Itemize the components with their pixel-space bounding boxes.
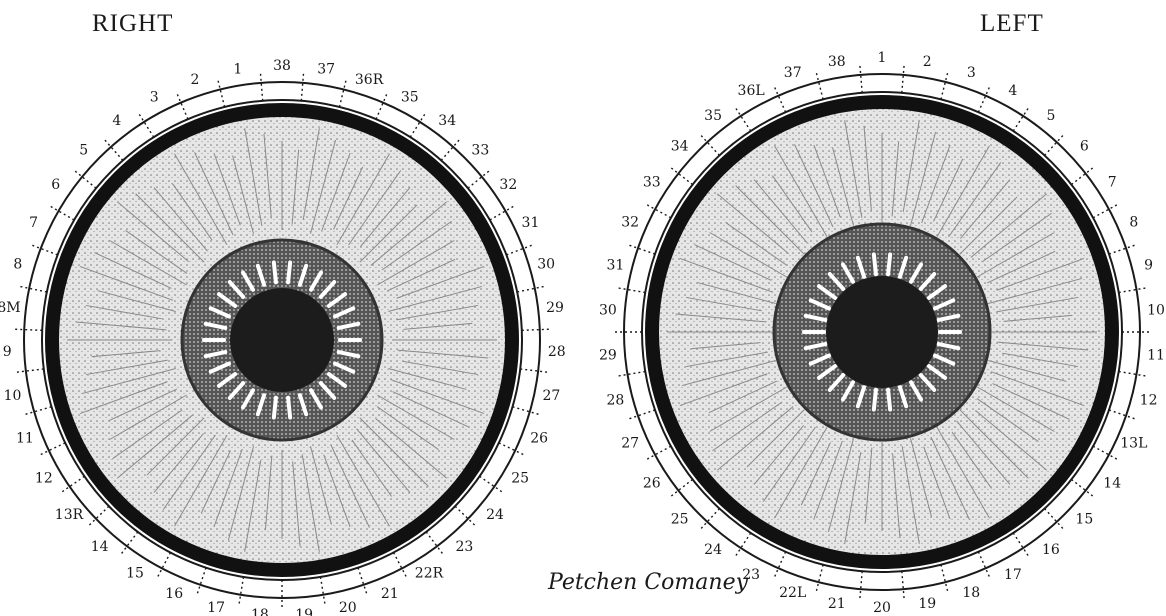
right-zone-label: 30 bbox=[537, 256, 555, 272]
right-zone-label: 36R bbox=[355, 72, 384, 88]
right-zone-label: 7 bbox=[29, 215, 38, 231]
right-zone-label: 23 bbox=[455, 539, 473, 555]
right-collarette-slit bbox=[288, 262, 290, 282]
right-zone-label: 35 bbox=[401, 89, 419, 105]
left-zone-label: 30 bbox=[599, 302, 617, 318]
left-zone-label: 38 bbox=[828, 54, 846, 70]
right-zone-label: 5 bbox=[79, 143, 88, 159]
right-zone-label: 14 bbox=[91, 539, 109, 555]
left-zone-label: 20 bbox=[873, 600, 891, 616]
left-zone-label: 19 bbox=[918, 596, 936, 612]
left-zone-label: 3 bbox=[967, 65, 976, 81]
right-zone-label: 22R bbox=[415, 565, 444, 581]
left-zone-label: 18 bbox=[962, 585, 980, 601]
left-zone-label: 12 bbox=[1140, 393, 1158, 409]
left-zone-label: 22L bbox=[779, 585, 806, 601]
left-zone-label: 13L bbox=[1120, 435, 1147, 451]
right-zone-label: 8 bbox=[13, 256, 22, 272]
right-zone-label: 4 bbox=[112, 113, 121, 129]
right-zone-label: 6 bbox=[51, 177, 60, 193]
right-collarette-slit bbox=[274, 398, 276, 418]
left-collarette-slit bbox=[888, 390, 890, 410]
right-zone-label: 9 bbox=[3, 344, 12, 360]
left-zone-label: 32 bbox=[621, 215, 639, 231]
left-collarette-slit bbox=[888, 254, 890, 274]
left-zone-label: 31 bbox=[607, 257, 625, 273]
left-zone-label: 1 bbox=[878, 50, 887, 66]
right-zone-label: 37 bbox=[317, 62, 335, 78]
left-zone-label: 14 bbox=[1103, 475, 1121, 491]
left-zone-label: 35 bbox=[704, 108, 722, 124]
left-zone-label: 5 bbox=[1046, 108, 1055, 124]
right-collarette-slit bbox=[274, 262, 276, 282]
right-zone-label: 25 bbox=[511, 471, 529, 487]
right-zone-label: 8M bbox=[0, 300, 21, 316]
left-zone-label: 8 bbox=[1129, 215, 1138, 231]
right-zone-label: 20 bbox=[339, 600, 357, 616]
left-eye-iris: 12345678910111213L141516171819202122L232… bbox=[599, 50, 1165, 616]
left-zone-label: 26 bbox=[643, 475, 661, 491]
right-zone-label: 32 bbox=[499, 177, 517, 193]
left-zone-label: 2 bbox=[923, 54, 932, 70]
left-zone-label: 21 bbox=[828, 596, 846, 612]
right-zone-label: 21 bbox=[381, 586, 399, 602]
right-zone-label: 13R bbox=[55, 507, 84, 523]
left-zone-label: 11 bbox=[1147, 348, 1165, 364]
right-zone-label: 10 bbox=[4, 388, 22, 404]
left-zone-label: 25 bbox=[671, 511, 689, 527]
right-zone-label: 27 bbox=[543, 388, 561, 404]
right-zone-label: 34 bbox=[438, 113, 456, 129]
left-zone-label: 37 bbox=[784, 65, 802, 81]
left-zone-label: 28 bbox=[607, 393, 625, 409]
right-zone-label: 38 bbox=[273, 58, 291, 74]
left-zone-label: 33 bbox=[643, 175, 661, 191]
left-zone-label: 36L bbox=[738, 83, 765, 99]
left-zone-label: 15 bbox=[1075, 511, 1093, 527]
right-zone-label: 16 bbox=[165, 586, 183, 602]
right-zone-label: 33 bbox=[471, 143, 489, 159]
left-zone-label: 17 bbox=[1004, 567, 1022, 583]
right-zone-label: 12 bbox=[35, 471, 53, 487]
left-zone-label: 29 bbox=[599, 348, 617, 364]
left-zone-label: 6 bbox=[1080, 139, 1089, 155]
right-zone-label: 31 bbox=[522, 215, 540, 231]
right-zone-label: 1 bbox=[233, 62, 242, 78]
left-zone-label: 9 bbox=[1144, 257, 1153, 273]
left-zone-label: 10 bbox=[1147, 302, 1165, 318]
left-zone-label: 4 bbox=[1008, 83, 1017, 99]
right-zone-label: 3 bbox=[150, 89, 159, 105]
signature: Petchen Comaney bbox=[548, 570, 748, 595]
left-zone-label: 24 bbox=[704, 542, 722, 558]
right-collarette-slit bbox=[288, 398, 290, 418]
right-pupil bbox=[230, 288, 334, 392]
right-zone-label: 29 bbox=[546, 300, 564, 316]
right-zone-label: 2 bbox=[190, 72, 199, 88]
right-zone-label: 11 bbox=[16, 431, 34, 447]
right-zone-label: 18 bbox=[251, 607, 269, 616]
right-zone-label: 28 bbox=[548, 344, 566, 360]
right-zone-label: 24 bbox=[486, 507, 504, 523]
right-zone-label: 19 bbox=[295, 607, 313, 616]
left-zone-label: 7 bbox=[1108, 175, 1117, 191]
right-zone-label: 15 bbox=[126, 565, 144, 581]
left-zone-label: 16 bbox=[1042, 542, 1060, 558]
left-collarette-slit bbox=[874, 254, 876, 274]
left-collarette-slit bbox=[874, 390, 876, 410]
right-zone-label: 17 bbox=[207, 600, 225, 616]
left-zone-label: 34 bbox=[671, 139, 689, 155]
left-pupil bbox=[826, 276, 938, 388]
right-zone-label: 26 bbox=[530, 431, 548, 447]
left-zone-label: 27 bbox=[621, 435, 639, 451]
